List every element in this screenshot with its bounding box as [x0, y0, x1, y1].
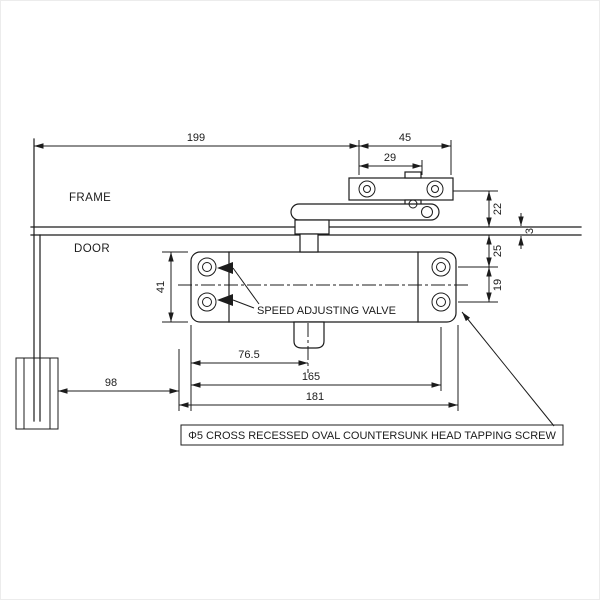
dim-76-5: 76.5: [191, 349, 308, 366]
link-pivot: [408, 199, 418, 209]
screw-hole: [202, 262, 212, 272]
bracket-hole: [431, 185, 439, 193]
door-section-profile: [15, 357, 59, 430]
screw-holes: [197, 257, 451, 312]
dim-41: 41: [155, 251, 188, 323]
screw-hole: [431, 292, 451, 312]
dim-165-value: 165: [302, 371, 320, 383]
screw-hole: [436, 297, 446, 307]
dim-76-5-value: 76.5: [238, 349, 259, 361]
valve-pointers: [217, 262, 260, 309]
screw-hole: [202, 297, 212, 307]
bracket-top-tab: [404, 171, 422, 179]
note-box: [180, 424, 564, 446]
dim-41-value: 41: [155, 281, 167, 293]
screw-hole: [431, 257, 451, 277]
arm-assembly: [290, 171, 454, 253]
arm-shoulder: [294, 219, 330, 235]
speed-adjusting-valve-label: SPEED ADJUSTING VALVE: [257, 305, 396, 317]
dim-22: 22: [453, 190, 504, 227]
door-edge-lines: [33, 138, 41, 422]
dim-98: 98: [58, 377, 179, 394]
dim-19: 19: [458, 267, 504, 303]
mounting-bracket: [348, 177, 454, 201]
dim-22-value: 22: [492, 203, 504, 215]
bracket-hole: [363, 185, 371, 193]
pinion-neck: [299, 233, 319, 253]
dim-181: 181: [179, 391, 458, 408]
frame-label: FRAME: [69, 192, 111, 204]
dim-19-value: 19: [492, 279, 504, 291]
dim-181-value: 181: [306, 391, 324, 403]
dim-165: 165: [191, 371, 441, 388]
screw-hole: [436, 262, 446, 272]
dim-25-value: 25: [492, 245, 504, 257]
dim-45-value: 45: [399, 132, 411, 144]
screw-note-text: Φ5 CROSS RECESSED OVAL COUNTERSUNK HEAD …: [188, 430, 556, 442]
valve-arrow-icon: [217, 294, 233, 306]
bracket-hole: [426, 180, 444, 198]
dim-45: 45: [359, 132, 452, 175]
valve-arrow-icon: [217, 262, 233, 274]
note-leader-line: [461, 311, 555, 427]
dim-98-value: 98: [105, 377, 117, 389]
screw-note: Φ5 CROSS RECESSED OVAL COUNTERSUNK HEAD …: [180, 311, 564, 446]
bottom-extension-lines: [178, 323, 459, 411]
screw-hole: [197, 257, 217, 277]
dim-3-value: 3: [524, 228, 536, 234]
dim-3: 3: [518, 213, 536, 249]
dim-29: 29: [359, 152, 423, 175]
dim-199: 199: [34, 132, 360, 175]
pinion-cover-tab: [293, 321, 325, 349]
screw-hole: [197, 292, 217, 312]
dim-25: 25: [458, 235, 504, 268]
closer-body: [178, 251, 469, 349]
dim-199-value: 199: [187, 132, 205, 144]
main-arm: [290, 203, 440, 221]
arm-pivot: [421, 206, 433, 218]
dim-29-value: 29: [384, 152, 396, 164]
door-label: DOOR: [74, 243, 110, 255]
bracket-hole: [358, 180, 376, 198]
